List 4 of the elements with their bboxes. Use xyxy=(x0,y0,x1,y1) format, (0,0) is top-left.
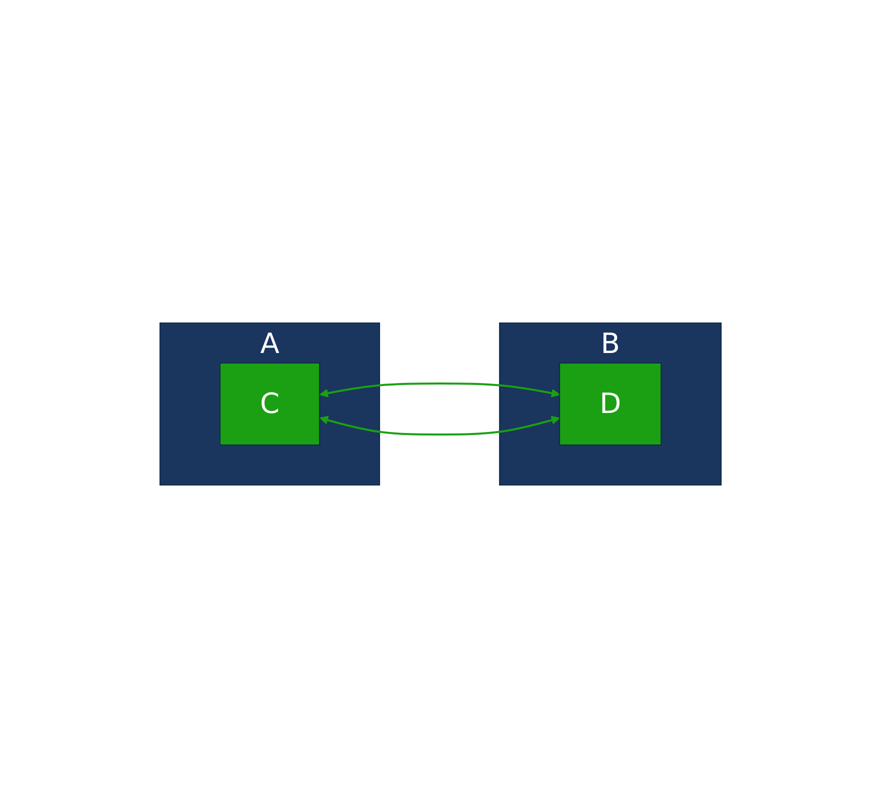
node-box: D xyxy=(559,362,662,445)
arrow xyxy=(320,382,560,397)
node-box: C xyxy=(219,362,320,445)
arrow xyxy=(319,415,560,435)
